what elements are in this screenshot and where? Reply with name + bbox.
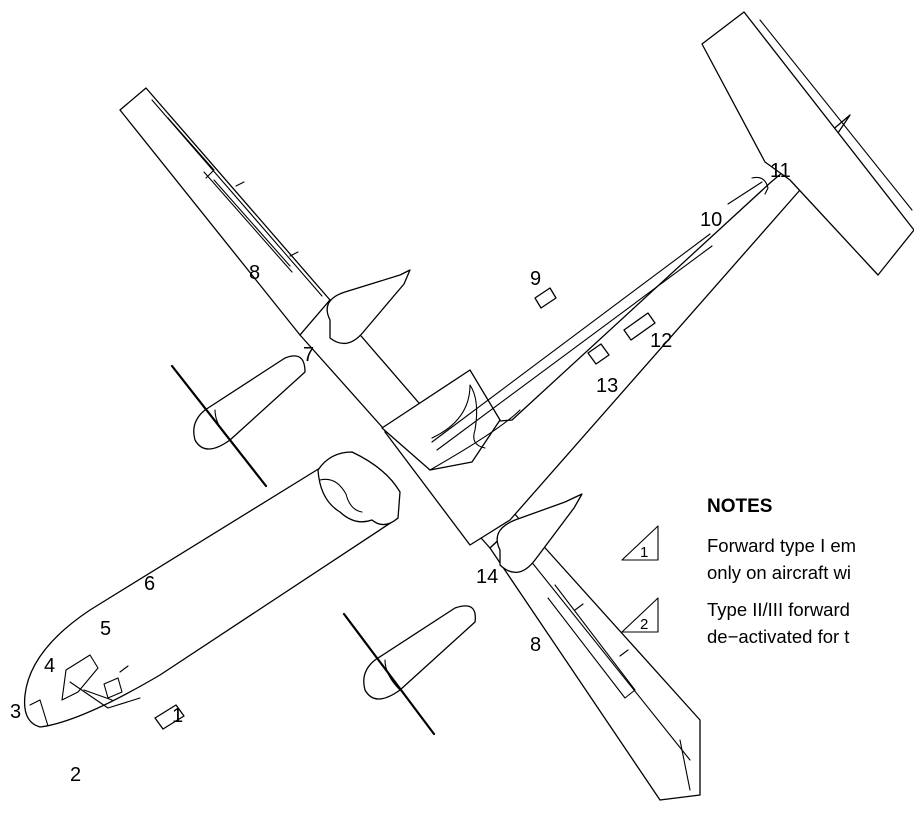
callout-7: 7: [303, 344, 314, 366]
right-outboard-nacelle: [496, 493, 583, 573]
callout-2: 2: [70, 764, 81, 786]
wing-fuselage-fairing: [317, 451, 401, 526]
callout-9: 9: [530, 268, 541, 290]
note-2-line-1: Type II/III forward: [707, 599, 850, 620]
callout-8-upper: 8: [249, 262, 260, 284]
horizontal-stabilizer: [701, 11, 914, 276]
callout-13: 13: [596, 375, 618, 397]
callout-12: 12: [650, 330, 672, 352]
callout-6: 6: [144, 573, 155, 595]
left-inboard-nacelle: [326, 269, 411, 345]
wing-to-aft-fairing: [381, 369, 521, 471]
callout-14: 14: [476, 566, 498, 588]
note-2: 2 Type II/III forward de−activated for t: [621, 597, 850, 647]
upper-wing: [119, 87, 331, 336]
callout-1: 1: [172, 705, 183, 727]
note-2-triangle-icon: [621, 597, 659, 633]
callout-5: 5: [100, 618, 111, 640]
aft-doors: [534, 287, 656, 365]
forward-door-1: [154, 704, 185, 730]
callout-11: 11: [770, 160, 791, 182]
notes-title: NOTES: [707, 496, 772, 517]
cockpit-windows: [61, 654, 141, 709]
callout-10: 10: [700, 209, 722, 231]
right-propeller: [342, 612, 436, 736]
left-propeller: [170, 364, 268, 488]
callout-3: 3: [10, 701, 21, 723]
left-outboard-nacelle: [193, 355, 306, 450]
aft-interior-lines: [431, 176, 769, 451]
callouts: 1 2 3 4 5 6 7 8 8 9 10 11 12 13 14: [10, 160, 791, 786]
note-1-line-1: Forward type I em: [707, 535, 856, 556]
note-1-triangle-icon: [621, 525, 659, 561]
note-1: 1 Forward type I em only on aircraft wi: [621, 525, 856, 583]
note-1-line-2: only on aircraft wi: [707, 562, 851, 583]
right-inboard-nacelle: [363, 605, 476, 700]
lower-wing: [489, 519, 701, 801]
note-1-marker: 1: [640, 544, 648, 561]
fuselage: [23, 467, 399, 728]
notes-panel: NOTES 1 Forward type I em only on aircra…: [621, 496, 856, 647]
note-2-marker: 2: [640, 616, 648, 633]
callout-8-lower: 8: [530, 634, 541, 656]
note-2-line-2: de−activated for t: [707, 626, 849, 647]
callout-4: 4: [44, 655, 55, 677]
